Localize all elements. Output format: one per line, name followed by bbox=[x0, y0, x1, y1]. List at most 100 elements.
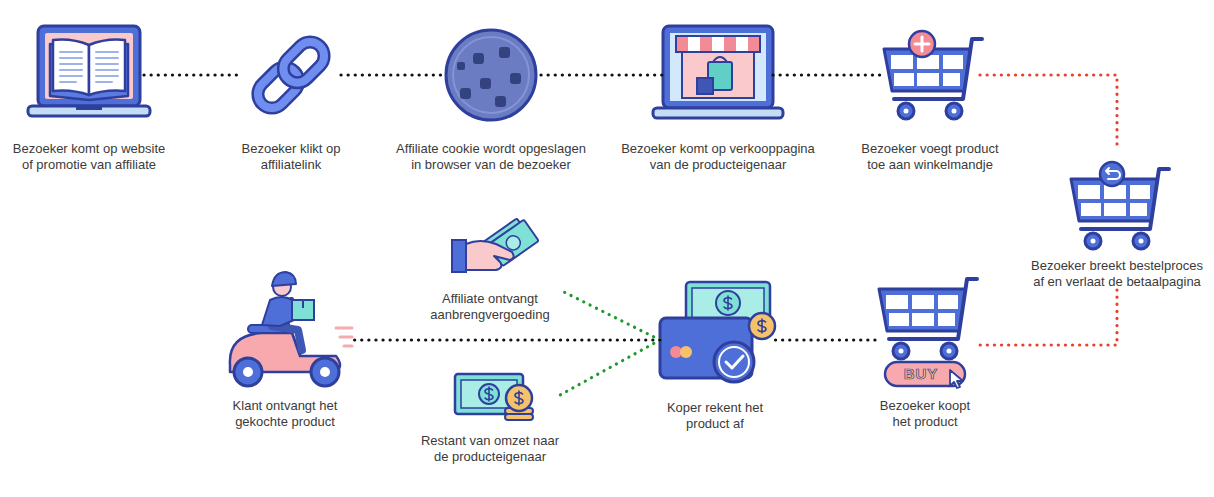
flow-step: Affiliate cookie wordt opgeslagen in bro… bbox=[441, 25, 541, 173]
laptop-book-icon bbox=[53, 40, 89, 95]
shop-laptop-icon bbox=[736, 37, 748, 51]
payment-icon bbox=[758, 319, 766, 333]
scooter-delivery-icon bbox=[302, 300, 304, 308]
laptop-book-icon bbox=[28, 106, 150, 116]
dotted-connector bbox=[770, 338, 875, 341]
cart-add-icon bbox=[909, 31, 935, 57]
shop-laptop-icon bbox=[682, 52, 754, 98]
dotted-connector bbox=[560, 290, 660, 340]
scooter-delivery-icon bbox=[292, 300, 314, 320]
icon-area bbox=[241, 25, 341, 125]
cart-buy-icon bbox=[950, 370, 963, 388]
shop-laptop-icon bbox=[663, 26, 773, 108]
cookie-icon bbox=[446, 30, 536, 120]
payment-icon bbox=[716, 291, 740, 315]
step-caption: Bezoeker koopt het product bbox=[875, 398, 975, 430]
scooter-delivery-icon bbox=[262, 297, 294, 326]
payment-icon bbox=[680, 346, 692, 358]
hand-money-icon bbox=[452, 216, 539, 272]
step-caption: Affiliate cookie wordt opgeslagen in bro… bbox=[390, 141, 593, 173]
cookie-icon bbox=[480, 78, 491, 89]
icon-area bbox=[663, 25, 773, 125]
cookie-icon bbox=[457, 62, 465, 70]
cookie-icon bbox=[453, 37, 529, 113]
step-caption: Bezoeker voegt product toe aan winkelman… bbox=[856, 141, 1004, 173]
icon-area bbox=[420, 370, 560, 425]
icon-area bbox=[880, 25, 980, 125]
cart-add-icon bbox=[915, 37, 929, 51]
shop-laptop-icon bbox=[653, 26, 783, 118]
cookie-icon bbox=[510, 73, 521, 84]
dotted-connector bbox=[144, 73, 241, 76]
cart-abandon-icon bbox=[1071, 162, 1169, 249]
flow-step: Affiliate ontvangt aanbrengvergoeding bbox=[420, 225, 560, 323]
icon-area bbox=[1067, 150, 1167, 246]
laptop-book-icon bbox=[28, 26, 150, 116]
flow-step: Bezoeker komt op verkooppagina van de pr… bbox=[663, 25, 773, 173]
dotted-connector bbox=[350, 338, 660, 341]
flow-step: Restant van omzet naar de producteigenaa… bbox=[420, 370, 560, 465]
dotted-connector bbox=[341, 73, 441, 76]
chain-link-icon bbox=[278, 36, 330, 88]
icon-area bbox=[220, 280, 350, 390]
shop-laptop-icon bbox=[676, 36, 760, 52]
laptop-book-icon bbox=[76, 106, 102, 110]
step-caption: Restant van omzet naar de producteigenaa… bbox=[416, 433, 564, 465]
scooter-delivery-icon bbox=[243, 367, 253, 377]
flow-step: Koper rekent het product af bbox=[660, 280, 770, 432]
shop-laptop-icon bbox=[670, 33, 766, 101]
shop-laptop-icon bbox=[697, 78, 713, 94]
step-caption: Bezoeker breekt bestelproces af en verla… bbox=[1025, 258, 1209, 290]
hand-money-icon bbox=[466, 241, 514, 270]
dotted-connector bbox=[980, 75, 1117, 150]
scooter-delivery-icon bbox=[311, 358, 339, 386]
shop-laptop-icon bbox=[712, 37, 724, 51]
payment-icon bbox=[660, 282, 775, 382]
payment-icon bbox=[714, 342, 754, 382]
step-caption: Bezoeker klikt op affiliatelink bbox=[226, 141, 356, 173]
icon-area bbox=[34, 25, 144, 125]
cart-buy-icon bbox=[879, 279, 977, 388]
scooter-delivery-icon bbox=[272, 272, 296, 286]
flow-step: Bezoeker voegt product toe aan winkelman… bbox=[880, 25, 980, 173]
cookie-icon bbox=[446, 30, 536, 120]
money-coins-icon bbox=[485, 387, 493, 401]
scooter-delivery-icon bbox=[320, 367, 330, 377]
money-coins-icon bbox=[455, 374, 533, 420]
laptop-book-icon bbox=[38, 26, 140, 106]
scooter-delivery-icon bbox=[234, 358, 262, 386]
money-coins-icon bbox=[506, 385, 532, 411]
step-caption: Koper rekent het product af bbox=[655, 400, 775, 432]
button-label: BUY bbox=[885, 362, 957, 386]
cookie-icon bbox=[495, 96, 506, 107]
flow-step: Bezoeker breekt bestelproces af en verla… bbox=[1067, 150, 1167, 290]
shop-laptop-icon bbox=[653, 108, 783, 118]
scooter-delivery-icon bbox=[272, 326, 302, 350]
money-coins-icon bbox=[515, 391, 523, 405]
dotted-connector bbox=[560, 340, 660, 395]
cookie-icon bbox=[473, 53, 484, 64]
dotted-connector bbox=[773, 73, 880, 76]
cookie-icon bbox=[499, 47, 510, 58]
scooter-delivery-icon bbox=[336, 328, 352, 346]
payment-icon bbox=[749, 313, 775, 339]
cookie-icon bbox=[460, 88, 471, 99]
chain-link-icon bbox=[252, 36, 330, 114]
payment-icon bbox=[719, 347, 749, 377]
laptop-book-icon bbox=[89, 40, 125, 95]
step-caption: Bezoeker komt op website of promotie van… bbox=[9, 141, 169, 173]
laptop-book-icon bbox=[60, 52, 118, 82]
cart-abandon-icon bbox=[1100, 162, 1124, 186]
dotted-connector bbox=[975, 290, 1117, 345]
icon-area bbox=[420, 225, 560, 285]
cart-abandon-icon bbox=[1106, 168, 1120, 179]
flow-step: Bezoeker komt op website of promotie van… bbox=[34, 25, 144, 173]
dotted-connector bbox=[541, 73, 663, 76]
icon-area bbox=[660, 280, 770, 392]
money-coins-icon bbox=[479, 384, 499, 404]
flow-step: Bezoeker koopt het product bbox=[875, 270, 975, 430]
